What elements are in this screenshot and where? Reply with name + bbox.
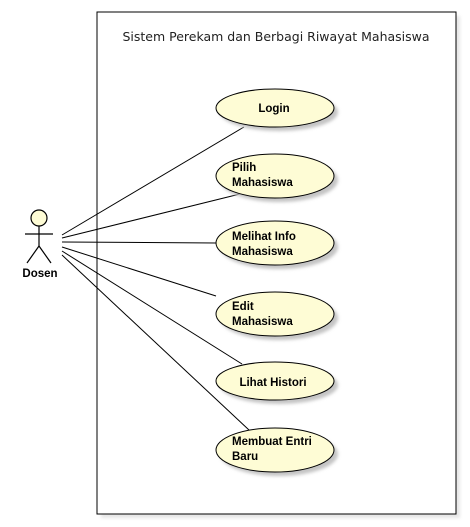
use-case-pilih-mahasiswa[interactable]: Pilih Mahasiswa <box>215 153 338 202</box>
use-case-label: Login <box>258 103 289 115</box>
association-pilih-mahasiswa <box>61 192 245 239</box>
use-case-melihat-info-mahasiswa[interactable]: Melihat Info Mahasiswa <box>215 220 338 269</box>
use-case-label: Lihat Histori <box>239 377 306 389</box>
actor-head <box>30 209 48 227</box>
use-case-edit-mahasiswa[interactable]: Edit Mahasiswa <box>215 291 338 340</box>
use-case-membuat-entri-baru[interactable]: Membuat Entri Baru <box>215 427 338 476</box>
actor-label: Dosen <box>22 268 57 280</box>
association-edit-mahasiswa <box>61 246 217 297</box>
actor-right-leg <box>38 245 52 264</box>
association-login <box>61 126 245 236</box>
system-title: Sistem Perekam dan Berbagi Riwayat Mahas… <box>122 29 429 44</box>
association-melihat-info-mahasiswa <box>61 241 217 244</box>
use-case-label-line-1: Melihat Info <box>232 231 296 243</box>
associations <box>61 126 250 431</box>
association-membuat-entri-baru <box>61 254 250 431</box>
use-case-label-line-1: Edit <box>232 301 254 313</box>
use-case-label-line-2: Mahasiswa <box>232 246 293 258</box>
association-lihat-histori <box>61 250 243 365</box>
use-case-login[interactable]: Login <box>215 88 338 131</box>
use-case-label-line-2: Mahasiswa <box>232 177 293 189</box>
use-case-label-line-1: Membuat Entri <box>232 436 312 448</box>
use-case-label-line-2: Mahasiswa <box>232 316 293 328</box>
actor-dosen <box>25 209 53 264</box>
use-case-lihat-histori[interactable]: Lihat Histori <box>215 361 338 404</box>
actor-left-leg <box>26 245 40 264</box>
use-case-label-line-1: Pilih <box>232 162 256 174</box>
use-case-label-line-2: Baru <box>232 451 258 463</box>
